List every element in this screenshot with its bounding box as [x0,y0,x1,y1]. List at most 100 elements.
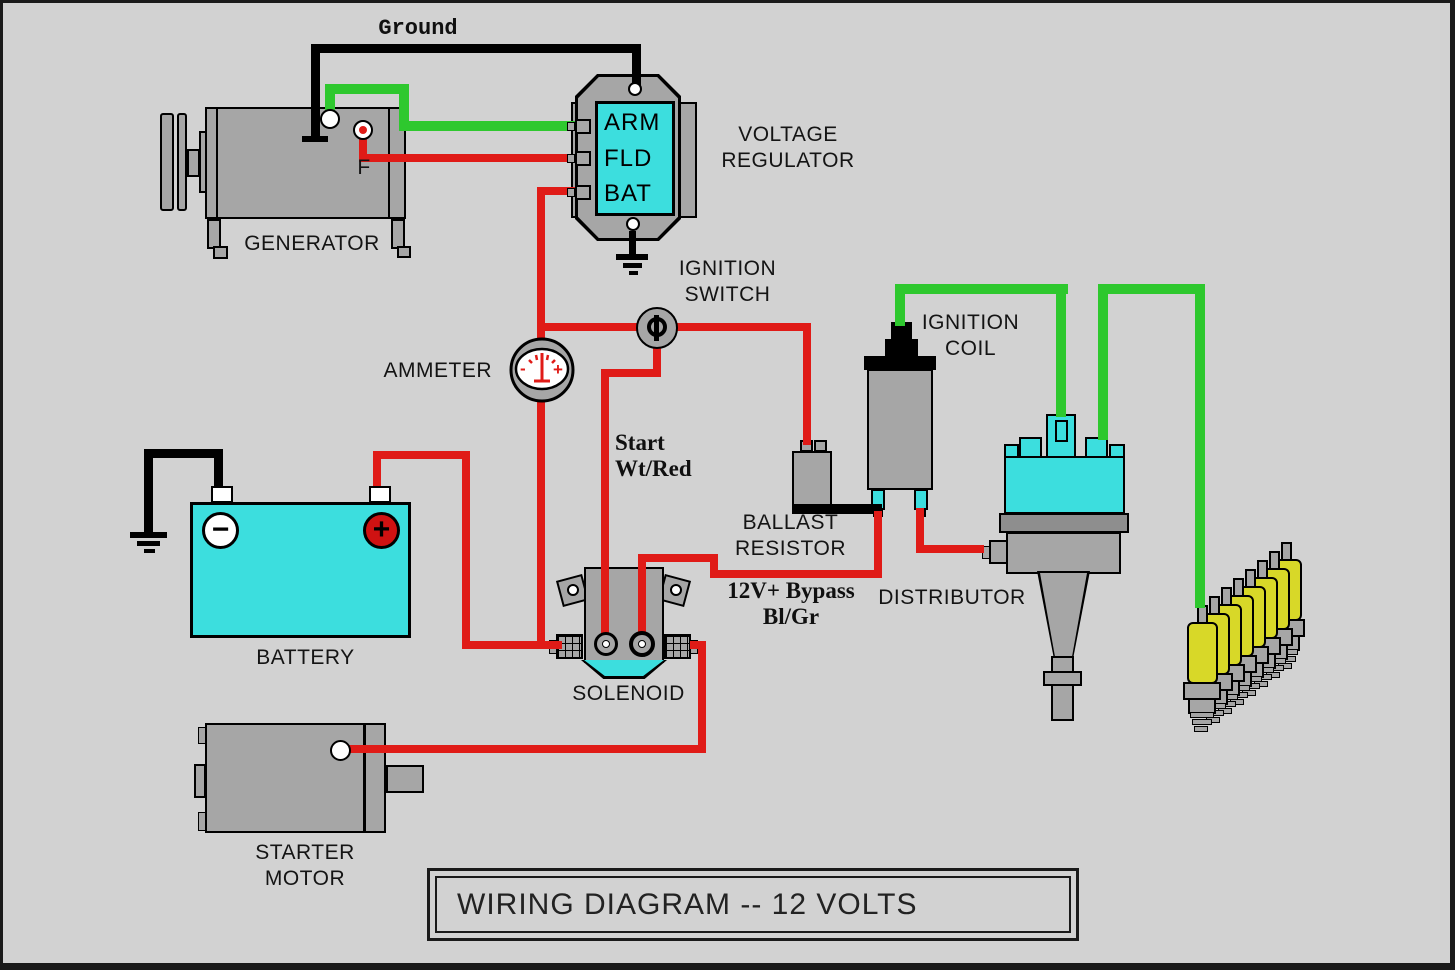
distributor-points-terminal [989,540,1008,564]
distributor-body [1006,532,1121,574]
ground-bar [616,254,648,260]
distributor-cap-base [999,513,1129,533]
ground-stub [629,231,636,254]
regulator-arm-pin-stub [567,122,575,131]
wire-plug-lead-v2 [1195,284,1205,608]
generator-endcap-line [388,109,390,217]
ballast-element-bar [792,504,882,514]
wire-bypass-h2 [710,570,882,578]
battery-label: BATTERY [256,646,355,669]
ignition-coil-label-line1: IGNITION [921,311,1020,334]
voltage-regulator-label-line1: VOLTAGE [738,123,838,146]
ignition-coil-label: IGNITION COIL [908,310,1033,362]
ballast-resistor-label: BALLAST RESISTOR [718,510,863,562]
ignition-switch-label-line2: SWITCH [684,283,771,306]
ballast-label-line2: RESISTOR [735,537,846,560]
wire-start-v1 [653,345,661,377]
wire-start-h [601,369,661,377]
regulator-arm-pin [575,119,591,134]
wire-plug-lead-h [1098,284,1205,294]
wire-coil-distributor-v [916,508,924,553]
wire-bypass-step [710,554,718,578]
bypass-wire-label-line1: 12V+ Bypass [727,578,855,603]
wire-bypass-v1 [638,556,646,648]
starter-motor-label-line1: STARTER [255,841,355,864]
regulator-top-hole [628,82,642,96]
generator-foot [397,246,411,258]
regulator-fld-pin [575,151,591,166]
generator-endcap-line [216,109,218,217]
battery-positive-terminal: + [363,512,400,549]
distributor-shaft-collar [1043,671,1082,686]
generator-armature-terminal [320,109,340,129]
ballast-label-line1: BALLAST [742,511,839,534]
wire-switch-to-ballast-v [803,323,811,445]
generator-pulley [177,113,187,211]
battery-negative-terminal: − [202,512,239,549]
wire-coil-ht-v2 [1056,284,1066,417]
wire-ground-to-regulator [632,44,641,88]
wire-armature-green-h1 [325,84,409,94]
bypass-wire-label-line2: Bl/Gr [762,604,820,629]
ammeter-plus-mark: + [553,360,563,379]
voltage-regulator-label-line2: REGULATOR [721,149,855,172]
coil-tower-base [885,339,918,358]
frame-right [1450,0,1455,970]
solenoid-starter-terminal [664,634,691,659]
distributor-shaft [1051,656,1074,721]
wire-solenoid-starter-v [698,641,706,753]
wire-solenoid-starter-h2 [341,745,706,753]
spark-plugs [1170,520,1345,765]
generator-field-label: F [357,156,371,179]
wire-field-red-h [359,154,577,162]
wire-battery-positive-h1 [373,451,470,459]
distributor-cap [1004,456,1125,514]
solenoid-battery-terminal [556,634,583,659]
wire-ground-horizontal [311,44,641,53]
plug-thread [1194,726,1208,732]
voltage-regulator-label: VOLTAGE REGULATOR [703,122,873,174]
regulator-terminal-bat: BAT [604,180,652,208]
coil-body [867,369,933,490]
starter-terminal [330,740,351,761]
wire-armature-green-h2 [399,121,577,131]
generator-label: GENERATOR [244,232,380,255]
frame-left [0,0,3,970]
ground-bar [623,263,642,268]
wire-battery-positive-h2 [462,641,562,649]
wire-ground-into-generator [311,44,320,138]
key-slot-bar [654,315,659,341]
wire-coil-ht-h [895,284,1068,294]
coil-cap [864,356,936,370]
plug-thread [1190,712,1214,718]
ground-bar [130,532,167,538]
start-wire-label-line2: Wt/Red [615,456,692,481]
wire-battery-ground-h [144,449,223,458]
solenoid-terminal-center [638,640,646,648]
regulator-bottom-hole [626,217,640,231]
coil-positive-terminal [914,489,928,510]
title-box: WIRING DIAGRAM -- 12 VOLTS [427,868,1079,941]
plug-thread [1192,719,1212,725]
generator-pulley [160,113,174,211]
battery-positive-post [369,486,391,503]
wire-switch-feed [541,323,661,331]
wire-ground-tip [302,136,328,142]
coil-tower-top [891,322,912,340]
wire-field-red-v [359,128,367,162]
diagram-title: WIRING DIAGRAM -- 12 VOLTS [457,887,918,921]
frame-bottom [0,963,1455,970]
wire-plug-lead-v1 [1098,284,1108,440]
starter-shaft [386,765,424,793]
distributor-center-tower-inner [1055,420,1068,442]
wire-switch-to-ballast-h [657,323,811,331]
starter-motor-label: STARTER MOTOR [225,840,385,892]
battery-negative-post [211,486,233,503]
wire-start-v2 [601,369,609,648]
ignition-switch-label: IGNITION SWITCH [650,256,805,308]
wire-coil-ht-v1 [895,284,905,326]
title-box-inner-border: WIRING DIAGRAM -- 12 VOLTS [435,876,1071,933]
generator-body [205,107,406,219]
plug-insulator [1187,622,1218,684]
